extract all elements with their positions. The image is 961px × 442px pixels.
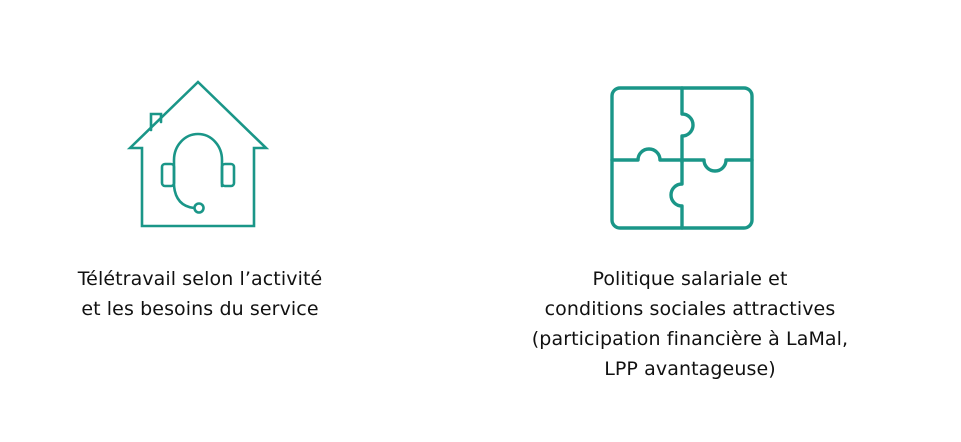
house-headset-icon [118, 78, 282, 228]
caption-line: Politique salariale et [592, 268, 788, 290]
puzzle-icon [606, 84, 774, 234]
feature-caption: Télétravail selon l’activité et les beso… [40, 264, 360, 324]
caption-line: LPP avantageuse) [604, 358, 776, 380]
feature-telework: Télétravail selon l’activité et les beso… [40, 0, 360, 442]
caption-line: (participation financière à LaMal, [531, 328, 849, 350]
caption-line: Télétravail selon l’activité [77, 268, 323, 290]
caption-line: et les besoins du service [81, 298, 319, 320]
caption-line: conditions sociales attractives [544, 298, 836, 320]
feature-salary-conditions: Politique salariale et conditions social… [450, 0, 930, 442]
feature-caption: Politique salariale et conditions social… [450, 264, 930, 384]
